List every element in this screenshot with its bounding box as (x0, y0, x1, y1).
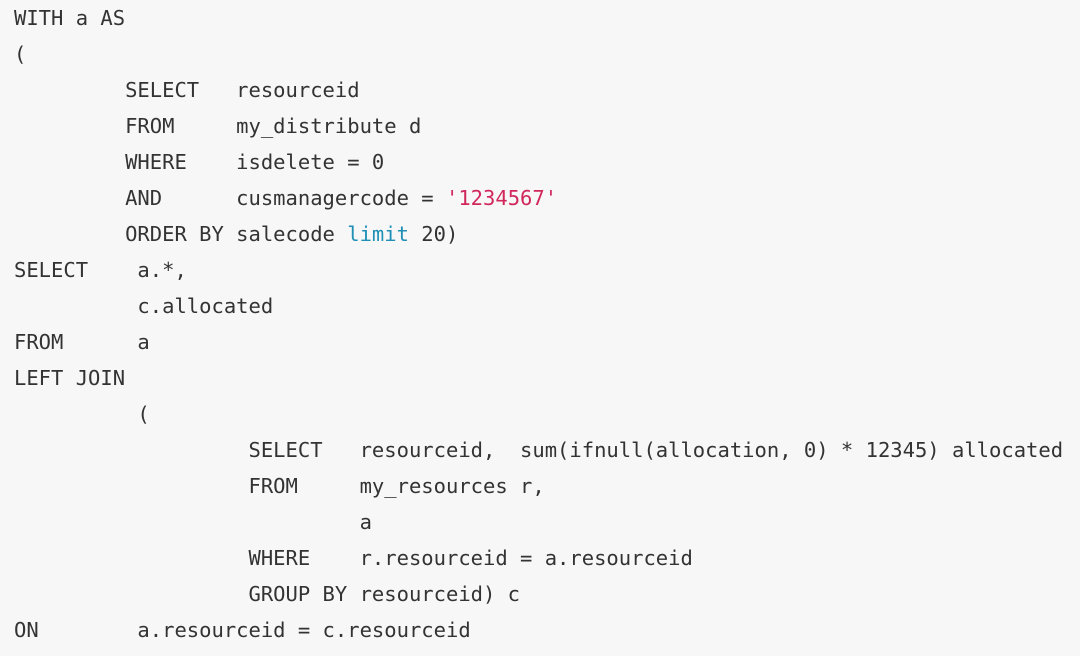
code-line-18: ON a.resourceid = c.resourceid (14, 618, 471, 642)
code-line-15: a (14, 510, 372, 534)
code-line-10: FROM a (14, 330, 150, 354)
code-line-17: GROUP BY resourceid) c (14, 582, 521, 606)
code-line-13: SELECT resourceid, sum(ifnull(allocation… (14, 438, 1064, 462)
code-line-5: WHERE isdelete = 0 (14, 150, 385, 174)
code-line-16: WHERE r.resourceid = a.resourceid (14, 546, 693, 570)
code-line-2: ( (14, 42, 27, 66)
code-line-14: FROM my_resources r, (14, 474, 545, 498)
code-line-3: SELECT resourceid (14, 78, 360, 102)
code-line-9: c.allocated (14, 294, 274, 318)
limit-keyword: limit (347, 222, 409, 246)
code-line-4: FROM my_distribute d (14, 114, 422, 138)
code-line-12: ( (14, 402, 150, 426)
string-literal: '1234567' (445, 186, 558, 210)
code-line-8: SELECT a.*, (14, 258, 187, 282)
code-line-1: WITH a AS (14, 6, 126, 30)
code-line-7: ORDER BY salecode limit 20) (14, 222, 459, 246)
code-line-11: LEFT JOIN (14, 366, 126, 390)
code-line-6: AND cusmanagercode = '1234567' (14, 186, 558, 210)
